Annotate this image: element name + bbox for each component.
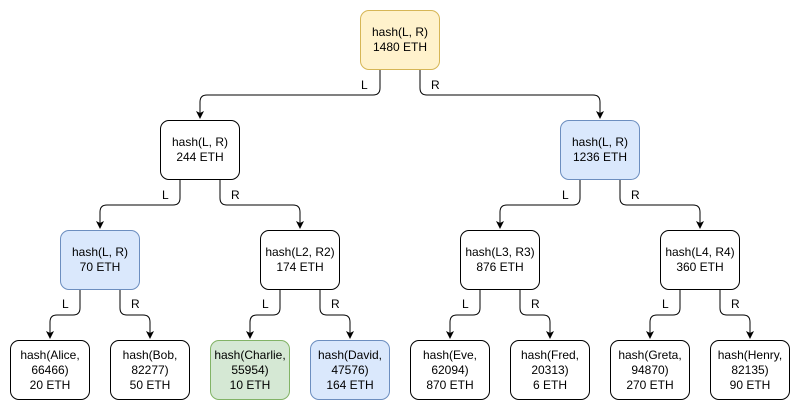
leaf-hash-line1: hash(Alice,	[20, 347, 80, 362]
edge-root-right	[419, 70, 604, 119]
node-label: hash(L, R)	[371, 25, 429, 39]
edge-label-right: R	[130, 297, 141, 311]
node-label: hash(L2, R2)	[265, 245, 335, 259]
leaf-hash-line1: hash(Bob,	[122, 347, 178, 362]
leaf-value: 6 ETH	[532, 377, 567, 392]
edge-l2-david	[319, 290, 354, 339]
edge-l4-greta	[646, 290, 681, 339]
node-value: 174 ETH	[276, 260, 324, 274]
edge-l3-eve	[446, 290, 481, 339]
leaf-value: 20 ETH	[29, 377, 71, 392]
leaf-hash-line2: 82135)	[731, 362, 769, 377]
edge-label-right: R	[530, 297, 541, 311]
leaf-value: 90 ETH	[729, 377, 771, 392]
node-label: hash(L, R)	[571, 135, 629, 149]
inner-node-2: hash(L2, R2) 174 ETH	[260, 230, 340, 290]
edge-label-left: L	[161, 188, 170, 202]
edge-l3-fred	[519, 290, 554, 339]
leaf-value: 870 ETH	[426, 377, 474, 392]
edge-l4-henry	[719, 290, 754, 339]
root-node: hash(L, R) 1480 ETH	[360, 10, 440, 70]
leaf-hash-line2: 82277)	[131, 362, 169, 377]
leaf-node-fred: hash(Fred, 20313) 6 ETH	[510, 340, 590, 400]
node-label: hash(L4, R4)	[665, 245, 735, 259]
leaf-hash-line1: hash(Eve,	[422, 347, 478, 362]
edge-right-l4	[619, 180, 704, 229]
leaf-value: 164 ETH	[326, 377, 374, 392]
edge-label-left: L	[360, 78, 369, 92]
leaf-value: 50 ETH	[129, 377, 171, 392]
leaf-node-alice: hash(Alice, 66466) 20 ETH	[10, 340, 90, 400]
edge-label-left: L	[261, 297, 270, 311]
leaf-hash-line2: 94870)	[631, 362, 669, 377]
inner-node-1: hash(L, R) 70 ETH	[60, 230, 140, 290]
leaf-node-bob: hash(Bob, 82277) 50 ETH	[110, 340, 190, 400]
leaf-node-greta: hash(Greta, 94870) 270 ETH	[610, 340, 690, 400]
edge-label-right: R	[230, 188, 241, 202]
edge-left-l1	[96, 180, 181, 229]
edge-right-l3	[496, 180, 581, 229]
edge-label-right: R	[630, 188, 641, 202]
edge-label-right: R	[730, 297, 741, 311]
leaf-hash-line1: hash(Henry,	[717, 347, 783, 362]
inner-node-4: hash(L4, R4) 360 ETH	[660, 230, 740, 290]
node-label: hash(L3, R3)	[465, 245, 535, 259]
edge-root-left	[196, 70, 381, 119]
node-label: hash(L, R)	[171, 135, 229, 149]
leaf-value: 270 ETH	[626, 377, 674, 392]
leaf-hash-line1: hash(Fred,	[520, 347, 580, 362]
leaf-node-eve: hash(Eve, 62094) 870 ETH	[410, 340, 490, 400]
leaf-node-david: hash(David, 47576) 164 ETH	[310, 340, 390, 400]
leaf-hash-line2: 55954)	[231, 362, 269, 377]
edge-l1-alice	[46, 290, 81, 339]
edge-label-left: L	[461, 297, 470, 311]
edge-label-left: L	[561, 188, 570, 202]
edge-l2-charlie	[246, 290, 281, 339]
node-label: hash(L, R)	[71, 245, 129, 259]
edge-label-right: R	[430, 78, 441, 92]
node-value: 876 ETH	[476, 260, 524, 274]
leaf-hash-line2: 20313)	[531, 362, 569, 377]
leaf-hash-line2: 47576)	[331, 362, 369, 377]
edge-label-left: L	[661, 297, 670, 311]
leaf-node-charlie: hash(Charlie, 55954) 10 ETH	[210, 340, 290, 400]
leaf-hash-line2: 62094)	[431, 362, 469, 377]
leaf-hash-line1: hash(Charlie,	[214, 347, 286, 362]
inner-node-3: hash(L3, R3) 876 ETH	[460, 230, 540, 290]
edge-l1-bob	[119, 290, 154, 339]
left-subtree-node: hash(L, R) 244 ETH	[160, 120, 240, 180]
node-value: 244 ETH	[176, 150, 224, 164]
node-value: 1480 ETH	[372, 40, 428, 54]
leaf-hash-line1: hash(Greta,	[618, 347, 682, 362]
right-subtree-node: hash(L, R) 1236 ETH	[560, 120, 640, 180]
leaf-node-henry: hash(Henry, 82135) 90 ETH	[710, 340, 790, 400]
node-value: 1236 ETH	[572, 150, 628, 164]
edge-left-l2	[219, 180, 304, 229]
leaf-hash-line1: hash(David,	[317, 347, 383, 362]
node-value: 70 ETH	[79, 260, 121, 274]
edge-label-right: R	[330, 297, 341, 311]
leaf-hash-line2: 66466)	[31, 362, 69, 377]
node-value: 360 ETH	[676, 260, 724, 274]
leaf-value: 10 ETH	[229, 377, 271, 392]
edge-label-left: L	[61, 297, 70, 311]
